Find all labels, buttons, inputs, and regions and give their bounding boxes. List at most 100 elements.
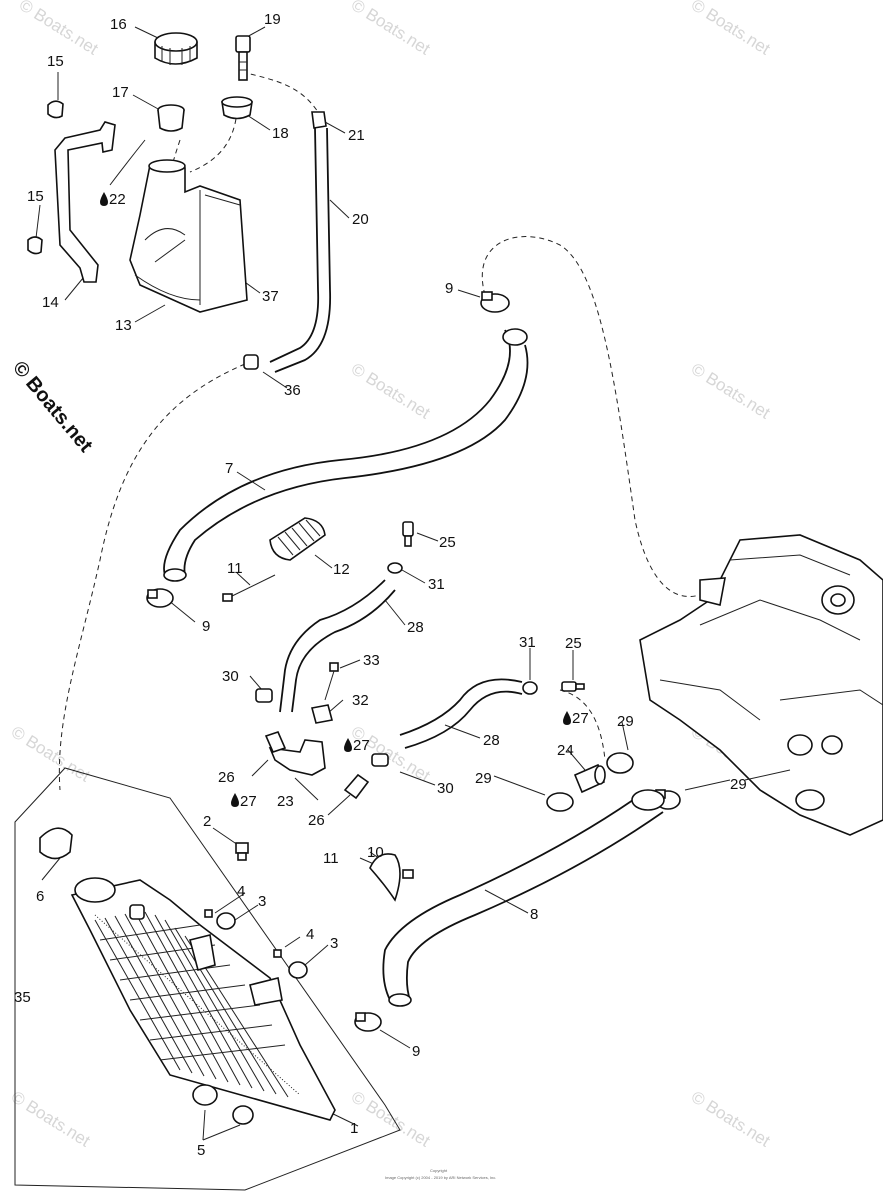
callout-9: 9 xyxy=(412,1043,420,1060)
callout-35: 35 xyxy=(14,989,31,1006)
callout-3: 3 xyxy=(258,893,266,910)
callout-11: 11 xyxy=(323,850,339,867)
watermark: © Boats.net xyxy=(688,1087,774,1150)
callout-29: 29 xyxy=(617,713,634,730)
oil-drop-icon xyxy=(100,192,108,206)
part-6-radiator-cap xyxy=(39,827,73,860)
part-15-bushing xyxy=(47,100,64,119)
watermark: © Boats.net xyxy=(348,359,434,422)
oil-drop-icon xyxy=(563,711,571,725)
part-31-clamp xyxy=(522,681,538,695)
callout-9: 9 xyxy=(202,618,210,635)
part-20-overflow-hose xyxy=(269,127,332,373)
callout-2: 2 xyxy=(203,813,211,830)
callout-27: 27 xyxy=(572,710,589,727)
callout-11: 11 xyxy=(227,560,243,577)
footer: Copyright Image Copyright (c) 2004 - 201… xyxy=(385,1168,496,1180)
callout-4: 4 xyxy=(237,883,245,900)
part-1-radiator xyxy=(70,877,336,1121)
part-9-hose-clamp xyxy=(354,1012,382,1032)
part-29-hose-clamp xyxy=(546,792,574,812)
callout-9: 9 xyxy=(445,280,453,297)
callout-4: 4 xyxy=(306,926,314,943)
footer-image-copyright: Image Copyright (c) 2004 - 2019 by ARI N… xyxy=(385,1175,496,1180)
part-7-upper-radiator-hose xyxy=(163,328,529,582)
part-29-hose-clamp xyxy=(606,752,634,774)
watermark: © Boats.net xyxy=(16,0,102,59)
part-36-clamp xyxy=(243,354,259,370)
callout-19: 19 xyxy=(264,11,281,28)
part-4-spacer xyxy=(273,949,282,958)
part-5-grommet xyxy=(192,1084,218,1106)
callout-15: 15 xyxy=(27,188,44,205)
watermark: © Boats.net xyxy=(348,1087,434,1150)
watermark: © Boats.net xyxy=(688,0,774,59)
callout-30: 30 xyxy=(437,780,454,797)
callout-13: 13 xyxy=(115,317,132,334)
callout-10: 10 xyxy=(367,844,384,861)
part-9-hose-clamp xyxy=(480,291,510,313)
engine-block xyxy=(639,534,883,836)
part-26-elbow-fitting xyxy=(343,773,370,800)
callout-8: 8 xyxy=(530,906,538,923)
part-13-coolant-reservoir xyxy=(109,139,248,313)
callout-3: 3 xyxy=(330,935,338,952)
callout-7: 7 xyxy=(225,460,233,477)
part-18-grommet xyxy=(221,96,253,120)
callout-16: 16 xyxy=(110,16,127,33)
callout-27: 27 xyxy=(353,737,370,754)
part-24-temperature-sensor-housing xyxy=(573,763,606,794)
part-15-bushing xyxy=(27,236,43,255)
part-33-screw xyxy=(324,662,339,701)
callout-20: 20 xyxy=(352,211,369,228)
callout-33: 33 xyxy=(363,652,380,669)
copyright-tag: © Boats.net xyxy=(8,357,97,457)
part-30-sleeve xyxy=(371,753,389,767)
part-31-clamp xyxy=(387,562,403,574)
part-11-tie-wrap xyxy=(369,853,401,902)
part-21-clamp xyxy=(311,111,327,129)
watermark: © Boats.net xyxy=(8,1087,94,1150)
callout-6: 6 xyxy=(36,888,44,905)
callout-12: 12 xyxy=(333,561,350,578)
radiator-core-grid xyxy=(94,911,289,1098)
callout-32: 32 xyxy=(352,692,369,709)
part-25-fitting xyxy=(402,521,414,547)
callout-21: 21 xyxy=(348,127,365,144)
callout-1: 1 xyxy=(350,1120,358,1137)
callout-25: 25 xyxy=(565,635,582,652)
part-11-tie-wrap xyxy=(222,574,276,602)
part-23-manifold xyxy=(268,739,326,776)
oil-drop-icon xyxy=(344,738,352,752)
part-10-screw xyxy=(402,869,414,879)
callout-23: 23 xyxy=(277,793,294,810)
callout-18: 18 xyxy=(272,125,289,142)
callout-17: 17 xyxy=(112,84,129,101)
part-16-reservoir-cap xyxy=(154,32,198,65)
oil-drop-icon xyxy=(231,793,239,807)
part-12-protective-sleeve xyxy=(269,517,326,561)
part-9-hose-clamp xyxy=(146,588,174,608)
footer-copyright: Copyright xyxy=(430,1168,448,1173)
callout-25: 25 xyxy=(439,534,456,551)
callout-26: 26 xyxy=(308,812,325,829)
callout-29: 29 xyxy=(730,776,747,793)
part-30-sleeve xyxy=(255,688,273,703)
part-14-bracket xyxy=(54,121,116,283)
part-28-bypass-hose xyxy=(279,579,396,713)
part-3-grommet xyxy=(288,961,308,979)
part-4-spacer xyxy=(204,909,213,918)
watermark: © Boats.net xyxy=(688,359,774,422)
callout-37: 37 xyxy=(262,288,279,305)
callout-28: 28 xyxy=(483,732,500,749)
part-28-bypass-hose xyxy=(399,678,523,749)
part-25-fitting xyxy=(561,681,585,692)
callout-29: 29 xyxy=(475,770,492,787)
callout-27: 27 xyxy=(240,793,257,810)
watermark: © Boats.net xyxy=(348,0,434,59)
part-5-grommet xyxy=(232,1105,254,1125)
callout-15: 15 xyxy=(47,53,64,70)
callout-14: 14 xyxy=(42,294,59,311)
callout-24: 24 xyxy=(557,742,574,759)
